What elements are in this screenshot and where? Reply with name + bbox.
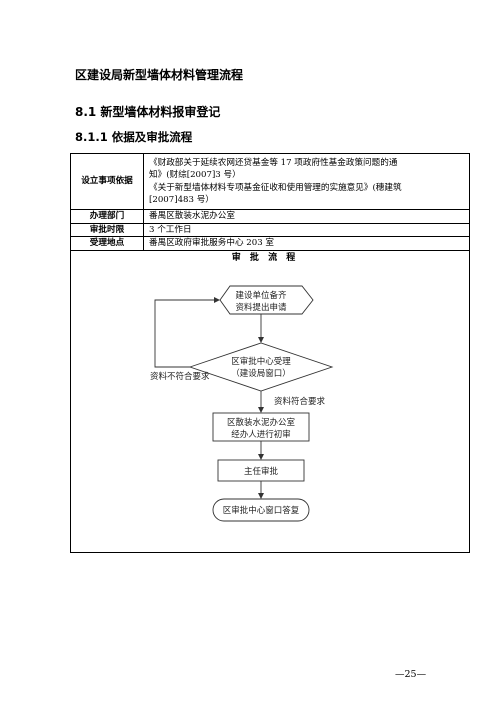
start-node <box>219 285 314 315</box>
basis-line: 《关于新型墙体材料专项基金征收和使用管理的实施意见》(穗建筑 <box>149 182 402 193</box>
flow-title: 审 批 流 程 <box>232 251 298 263</box>
basis-row: 设立事项依据 《财政部关于延续农网还贷基金等 17 项政府性基金政策问题的通 知… <box>70 153 470 210</box>
end-node <box>212 498 310 522</box>
start-node-line1: 建设单位备齐 <box>235 290 287 301</box>
basis-line: [2007]483 号） <box>149 195 214 205</box>
dept-label: 办理部门 <box>70 209 144 224</box>
time-value: 3 个工作日 <box>143 222 470 237</box>
start-node-line2: 资料提出申请 <box>235 302 287 313</box>
time-label: 审批时限 <box>70 222 144 237</box>
dept-value: 番禺区散装水泥办公室 <box>143 209 470 224</box>
end-node-label: 区审批中心窗口答复 <box>223 505 300 516</box>
basis-label: 设立事项依据 <box>70 153 144 210</box>
basis-line: 《财政部关于延续农网还贷基金等 17 项政府性基金政策问题的通 <box>149 157 398 168</box>
step-initial-review-line1: 区散装水泥办公室 <box>227 417 296 428</box>
time-row: 审批时限 3 个工作日 <box>70 222 470 237</box>
step-initial-review-line2: 经办人进行初审 <box>231 429 291 440</box>
basis-line: 知》(财综[2007]3 号） <box>149 170 241 180</box>
section-title: 8.1 新型墙体材料报审登记 <box>75 105 221 119</box>
subsection-title: 8.1.1 依据及审批流程 <box>75 130 193 144</box>
decision-node-line2: （建设局窗口） <box>231 368 291 379</box>
basis-value: 《财政部关于延续农网还贷基金等 17 项政府性基金政策问题的通 知》(财综[20… <box>143 153 470 210</box>
decision-node <box>188 342 334 392</box>
arrow-reject-loop <box>154 297 220 368</box>
reject-label: 资料不符合要求 <box>150 371 210 382</box>
decision-node-line1: 区审批中心受理 <box>231 356 291 367</box>
step-director-approval-label: 主任审批 <box>244 466 279 477</box>
accept-label: 资料符合要求 <box>274 396 326 407</box>
page-number: —25— <box>395 669 427 680</box>
document-title: 区建设局新型墙体材料管理流程 <box>75 68 244 82</box>
step-initial-review <box>212 412 310 442</box>
dept-row: 办理部门 番禺区散装水泥办公室 <box>70 209 470 224</box>
approval-flowchart: 审 批 流 程 建设单位备齐 资料提出申请 区审批中心受理 （建设局窗口） 资料… <box>150 251 334 522</box>
